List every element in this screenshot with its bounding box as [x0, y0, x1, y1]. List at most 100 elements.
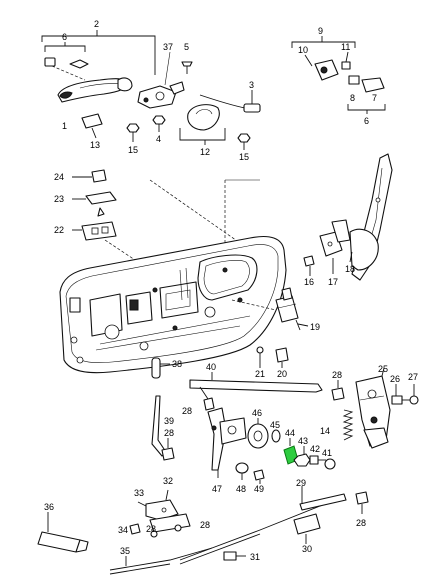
door-inner-panel [59, 235, 287, 374]
callout-46: 46 [252, 408, 262, 418]
screw-49 [253, 469, 265, 484]
clip-part-left [44, 57, 56, 67]
callout-36: 36 [44, 502, 54, 512]
nut-4 [152, 115, 166, 132]
bracket-30 [293, 513, 321, 544]
callout-11: 11 [341, 42, 350, 52]
callout-9: 9 [318, 26, 323, 36]
screw-26 [391, 384, 412, 405]
callout-28-f: 28 [356, 518, 366, 528]
rod-39 [151, 395, 167, 457]
callout-28-d: 28 [146, 524, 156, 534]
latch-block-22 [72, 221, 117, 241]
callout-6-right: 6 [364, 116, 369, 126]
callout-41: 41 [322, 448, 332, 458]
callout-7: 7 [372, 93, 377, 103]
callout-6: 6 [62, 32, 67, 42]
small-clip-8 [348, 75, 360, 85]
bracket-6-right [347, 104, 386, 114]
bracket-9 [291, 36, 356, 48]
nut-43 [293, 446, 311, 467]
callout-28-c: 28 [164, 428, 174, 438]
callout-25: 25 [378, 364, 388, 374]
callout-32: 32 [163, 476, 173, 486]
latch-piece-7 [361, 77, 385, 93]
callout-28-a: 28 [332, 370, 342, 380]
cable-connector-3 [199, 90, 261, 113]
hinge-bracket-17 [319, 219, 351, 274]
bracket-6-top [44, 42, 86, 52]
callout-16: 16 [304, 277, 314, 287]
washer-41 [324, 458, 336, 470]
clip-20 [275, 347, 289, 368]
callout-12: 12 [200, 147, 210, 157]
cable-35 [109, 547, 213, 575]
callout-20: 20 [277, 369, 287, 379]
bracket-23 [72, 191, 117, 217]
callout-40: 40 [206, 362, 216, 372]
callout-31: 31 [250, 552, 260, 562]
callout-42: 42 [310, 444, 320, 454]
rod-end-38 [151, 357, 170, 379]
clip-part-right [69, 59, 89, 69]
pulley-46 [247, 418, 269, 449]
callout-43: 43 [298, 436, 308, 446]
callout-39: 39 [164, 416, 174, 426]
lock-cylinder-assembly [137, 81, 185, 109]
callout-29: 29 [296, 478, 306, 488]
callout-8: 8 [350, 93, 355, 103]
screw-5 [181, 61, 193, 74]
striker-bracket-19 [231, 287, 309, 331]
nut-15-right [237, 133, 251, 150]
washer-45 [271, 429, 281, 443]
clip-31 [223, 551, 246, 561]
callout-28-e: 28 [200, 520, 210, 530]
callout-23: 23 [54, 194, 64, 204]
screw-42 [309, 455, 326, 465]
callout-13: 13 [90, 140, 100, 150]
lever-bracket-47 [207, 407, 247, 478]
callout-15-left: 15 [128, 145, 138, 155]
clip-28-right [331, 380, 345, 401]
clip-28-upper [203, 397, 215, 411]
callout-44: 44 [285, 428, 295, 438]
callout-45: 45 [270, 420, 280, 430]
callout-19: 19 [310, 322, 320, 332]
clip-24 [72, 169, 107, 183]
callout-24: 24 [54, 172, 64, 182]
spring-14 [342, 409, 354, 441]
window-guide-rail-18 [349, 153, 393, 281]
clip-28-bottom-right [355, 491, 369, 514]
callout-15-right: 15 [239, 152, 249, 162]
callout-21: 21 [255, 369, 265, 379]
operating-rod-40 [189, 372, 323, 403]
callout-30: 30 [302, 544, 312, 554]
callout-10: 10 [298, 45, 308, 55]
clip-28-left [161, 438, 175, 461]
callout-2: 2 [94, 19, 99, 29]
clips-28-34 [129, 523, 182, 538]
lock-knob-assembly [304, 51, 351, 81]
callout-33: 33 [134, 488, 144, 498]
outer-door-handle [57, 77, 133, 103]
callout-3: 3 [249, 80, 254, 90]
callout-22: 22 [54, 225, 64, 235]
callout-47: 47 [212, 484, 222, 494]
callout-5: 5 [184, 42, 189, 52]
callout-35: 35 [120, 546, 130, 556]
callout-38: 38 [172, 359, 182, 369]
pin-21 [256, 346, 264, 368]
callout-37: 37 [163, 42, 173, 52]
callout-26: 26 [390, 374, 400, 384]
grease-tube-36 [37, 512, 89, 553]
callout-18: 18 [345, 264, 355, 274]
screw-16 [303, 255, 315, 276]
callout-48: 48 [236, 484, 246, 494]
callout-27: 27 [408, 372, 418, 382]
bracket-2 [41, 30, 156, 75]
plate-13 [81, 113, 103, 139]
callout-4: 4 [156, 134, 161, 144]
door-lock-25 [355, 367, 391, 449]
callout-labels: 2 6 37 5 3 9 10 11 8 7 6 1 13 15 4 12 15… [44, 19, 418, 562]
callout-1: 1 [62, 121, 67, 131]
